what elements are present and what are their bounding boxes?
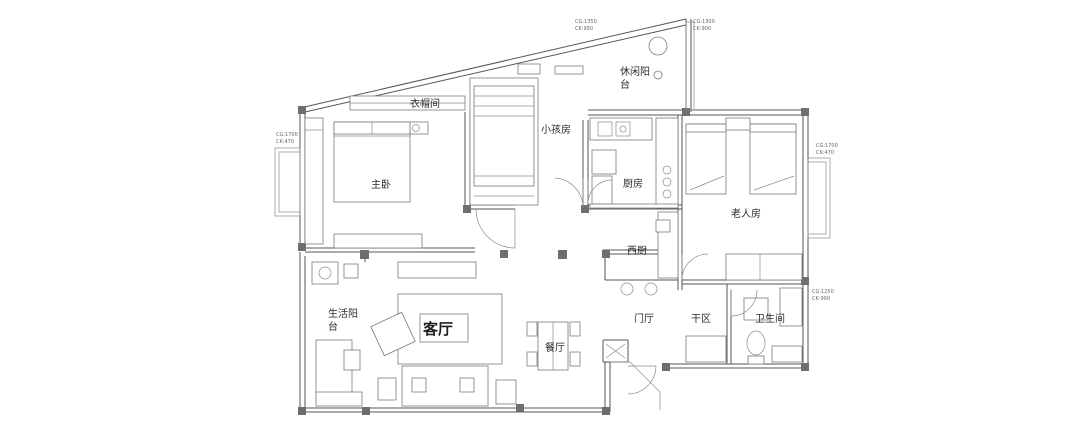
cloakroom-wardrobe [304,95,466,245]
note-right-low-width: CK:900 [812,296,830,302]
structural-columns [298,106,809,415]
label-dining-room: 餐厅 [545,341,565,354]
label-leisure-balcony-line1: 休闲阳 [620,65,650,78]
note-top-right-width: CK:900 [693,26,711,32]
note-left-width: CK:470 [276,139,294,145]
bathroom-fixtures [685,287,803,365]
note-top-right-height: CG:1300 [693,19,715,25]
western-kitchen-furniture [620,211,679,296]
windows [274,21,831,239]
leisure-balcony-chair [648,36,668,80]
kids-room-furniture [469,63,584,206]
note-right-low-height: CG:1250 [812,289,834,295]
label-utility-balcony-line2: 台 [328,320,338,333]
dining-table [526,321,581,371]
kitchen-fixtures [589,117,679,209]
utility-balcony-fixtures [311,261,363,407]
label-bathroom: 卫生间 [755,312,785,325]
label-entrance: 门厅 [634,312,654,325]
note-top-mid-height: CG:1350 [575,19,597,25]
living-room-furniture [370,261,517,407]
label-kitchen: 厨房 [623,177,643,190]
room-labels: 衣帽间 小孩房 休闲阳 台 主卧 厨房 老人房 西厨 生活阳 台 客厅 门厅 干… [328,65,785,354]
label-western-kitchen: 西厨 [627,245,647,257]
label-dry-zone: 干区 [691,313,711,325]
label-master-bedroom: 主卧 [371,178,391,191]
note-right-width: CK:470 [816,150,834,156]
window-notes: CG:1350 CK:950 CG:1300 CK:900 CG:1700 CK… [276,19,838,302]
label-kids-room: 小孩房 [541,123,571,136]
label-cloakroom: 衣帽间 [410,97,440,110]
label-living-room: 客厅 [422,320,453,338]
label-utility-balcony-line1: 生活阳 [328,307,358,320]
doors [475,177,758,410]
label-elders-room: 老人房 [731,207,761,220]
note-right-height: CG:1700 [816,143,838,149]
note-left-height: CG:1700 [276,132,298,138]
note-top-mid-width: CK:950 [575,26,593,32]
master-bedroom-furniture [333,121,423,249]
label-leisure-balcony-line2: 台 [620,78,630,91]
elders-room-furniture [685,117,803,281]
